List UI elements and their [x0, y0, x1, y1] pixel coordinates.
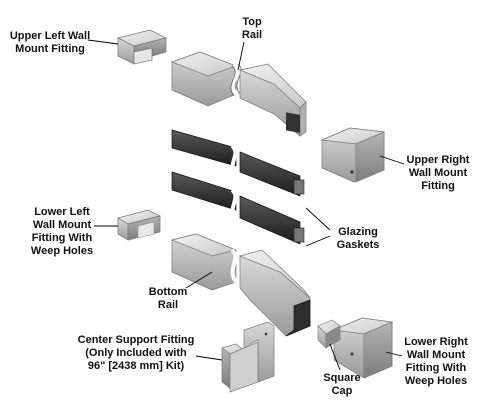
glazing-gasket-lower — [171, 171, 305, 245]
leader-upper-left — [87, 39, 119, 45]
lower-left-fitting — [117, 209, 162, 241]
leader-lower-right — [385, 351, 403, 357]
label-upper-left-fitting: Upper Left Wall Mount Fitting — [9, 30, 91, 55]
label-top-rail: Top Rail — [241, 16, 263, 41]
leader-upper-right — [379, 155, 405, 165]
leader-center-support — [195, 355, 223, 361]
upper-left-fitting — [116, 29, 168, 65]
label-bottom-rail: Bottom Rail — [148, 286, 188, 311]
bottom-rail — [170, 233, 311, 337]
leader-square-cap — [329, 343, 341, 371]
glazing-gasket-upper — [171, 129, 305, 197]
label-glazing-gaskets: Glazing Gaskets — [336, 226, 380, 251]
label-square-cap: Square Cap — [323, 372, 361, 397]
leader-lines — [87, 39, 405, 371]
label-lower-left-fitting: Lower Left Wall Mount Fitting With Weep … — [30, 206, 94, 257]
lower-right-fitting — [332, 317, 394, 379]
leader-top-rail — [237, 41, 245, 71]
square-cap — [317, 319, 341, 349]
leader-bottom-rail — [185, 271, 213, 289]
leader-glazing-upper — [305, 207, 331, 231]
upper-right-fitting — [320, 127, 386, 183]
label-upper-right-fitting: Upper Right Wall Mount Fitting — [406, 154, 470, 192]
center-support-fitting — [221, 321, 275, 393]
label-center-support-fitting: Center Support Fitting (Only Included wi… — [77, 334, 195, 372]
top-rail — [170, 51, 307, 137]
label-lower-right-fitting: Lower Right Wall Mount Fitting With Weep… — [404, 336, 468, 387]
leader-glazing-lower — [305, 235, 331, 247]
